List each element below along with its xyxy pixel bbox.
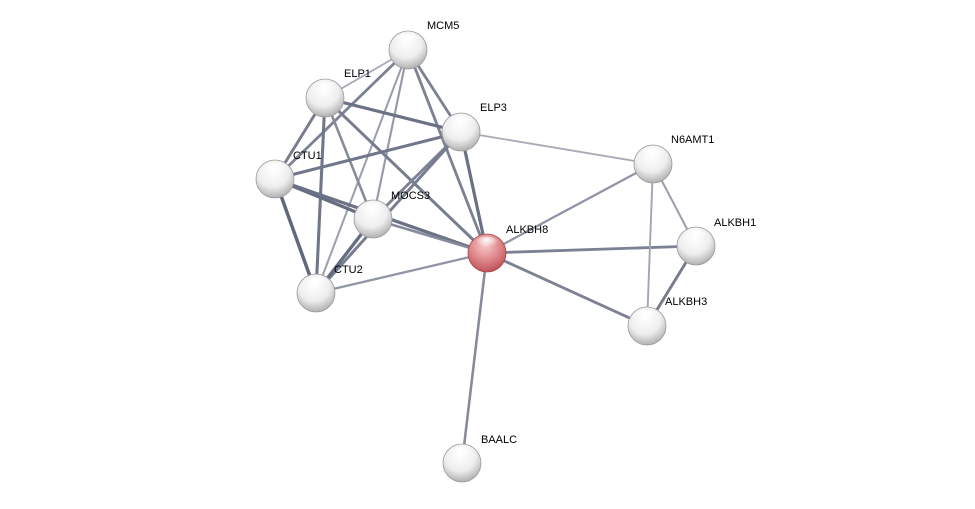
node-label-baalc: BAALC xyxy=(481,434,517,446)
edge-elp3-ctu1[interactable] xyxy=(273,130,463,181)
node-baalc[interactable] xyxy=(442,443,482,483)
node-elp1[interactable] xyxy=(305,78,345,118)
node-label-mcm5: MCM5 xyxy=(427,20,459,32)
edge-alkbh8-n6amt1[interactable] xyxy=(485,162,655,255)
nodes-layer xyxy=(255,30,716,483)
node-label-mocs3: MOCS3 xyxy=(391,190,430,202)
node-highlight xyxy=(361,202,385,217)
edge-mocs3-alkbh8[interactable] xyxy=(371,217,489,255)
node-label-elp3: ELP3 xyxy=(480,102,507,114)
node-highlight xyxy=(313,81,337,96)
node-alkbh1[interactable] xyxy=(676,226,716,266)
node-mcm5[interactable] xyxy=(388,30,428,70)
edge-n6amt1-alkbh3[interactable] xyxy=(646,163,654,327)
node-alkbh8[interactable] xyxy=(467,233,507,273)
edge-elp3-alkbh8[interactable] xyxy=(459,130,489,255)
node-highlight xyxy=(684,229,708,244)
node-mocs3[interactable] xyxy=(353,199,393,239)
edge-ctu2-alkbh8[interactable] xyxy=(314,251,489,295)
node-label-elp1: ELP1 xyxy=(344,68,371,80)
node-alkbh3[interactable] xyxy=(627,306,667,346)
edge-alkbh8-alkbh1[interactable] xyxy=(485,244,698,255)
edge-alkbh8-alkbh3[interactable] xyxy=(485,251,649,328)
node-label-alkbh1: ALKBH1 xyxy=(714,217,756,229)
node-highlight xyxy=(304,276,328,291)
edge-elp1-alkbh8[interactable] xyxy=(323,96,489,255)
node-highlight xyxy=(641,147,665,162)
node-label-ctu1: CTU1 xyxy=(293,150,322,162)
node-label-n6amt1: N6AMT1 xyxy=(671,134,714,146)
edge-elp3-n6amt1[interactable] xyxy=(460,131,654,165)
edge-mcm5-mocs3[interactable] xyxy=(371,48,410,221)
edge-ctu1-ctu2[interactable] xyxy=(273,177,318,295)
node-highlight xyxy=(263,162,287,177)
node-label-alkbh8: ALKBH8 xyxy=(506,224,548,236)
node-ctu1[interactable] xyxy=(255,159,295,199)
node-ctu2[interactable] xyxy=(296,273,336,313)
node-elp3[interactable] xyxy=(441,112,481,152)
node-highlight xyxy=(449,115,473,130)
node-n6amt1[interactable] xyxy=(633,144,673,184)
node-label-ctu2: CTU2 xyxy=(334,264,363,276)
node-highlight xyxy=(450,446,474,461)
node-highlight xyxy=(396,33,420,48)
edge-elp1-mocs3[interactable] xyxy=(323,96,375,221)
edge-alkbh8-baalc[interactable] xyxy=(460,251,489,465)
edge-mcm5-alkbh8[interactable] xyxy=(406,48,489,255)
edge-mcm5-ctu2[interactable] xyxy=(314,48,410,295)
node-highlight xyxy=(635,309,659,324)
node-highlight xyxy=(475,236,499,251)
edge-elp1-elp3[interactable] xyxy=(323,96,463,134)
node-label-alkbh3: ALKBH3 xyxy=(665,296,707,308)
